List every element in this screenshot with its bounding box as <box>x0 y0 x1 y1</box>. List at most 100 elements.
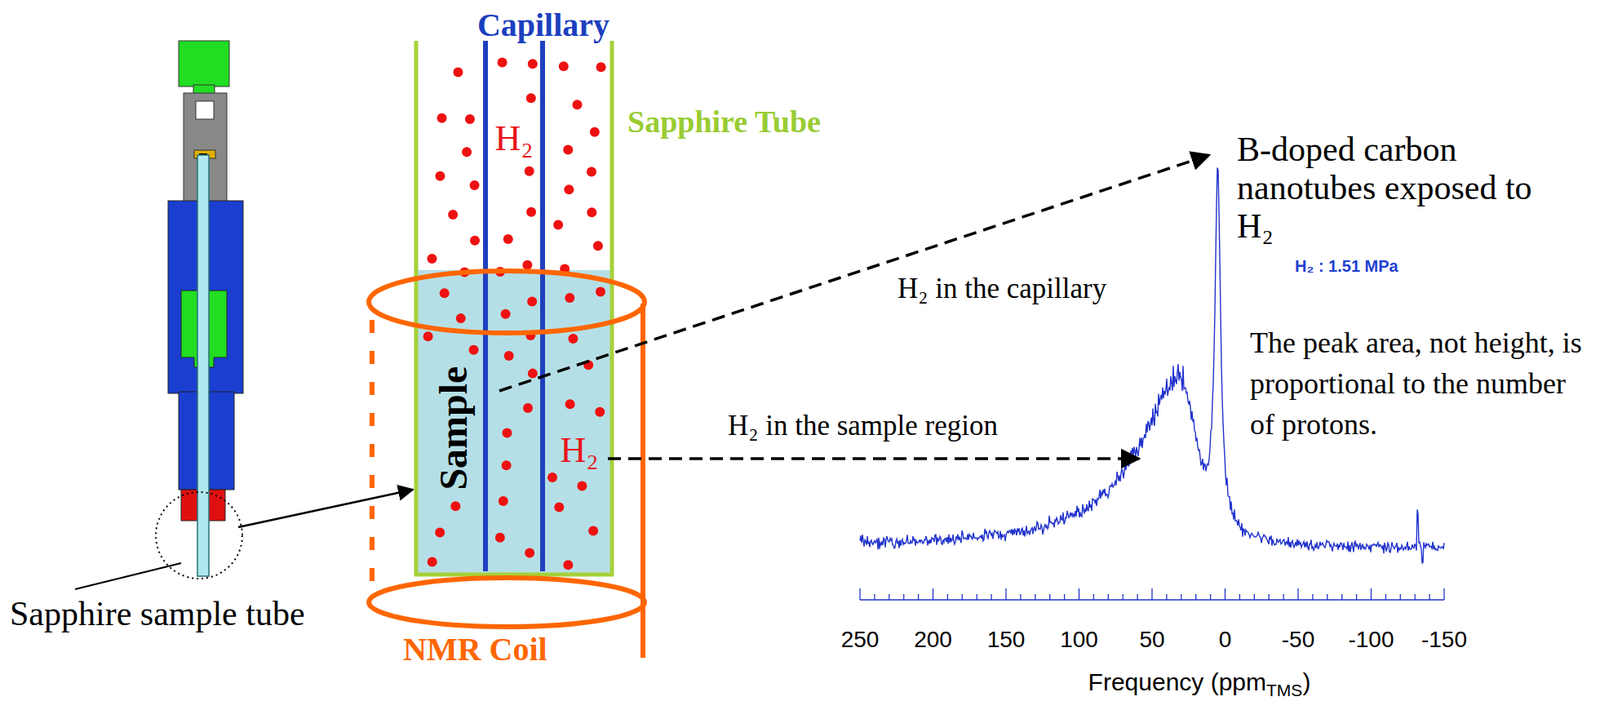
axis-tick <box>932 588 934 600</box>
coil-lead <box>640 303 646 658</box>
hydrogen-dot <box>524 166 535 177</box>
tick-label: 100 <box>1059 626 1099 653</box>
axis-tick <box>873 593 875 600</box>
part-label: Sapphire sample tube <box>9 593 306 634</box>
hydrogen-dot <box>439 288 450 298</box>
hydrogen-dot <box>576 480 587 491</box>
axis-tick <box>1282 593 1284 600</box>
hydrogen-dot <box>456 313 466 324</box>
sample-title: B-doped carbon nanotubes exposed to H₂ <box>1236 130 1543 246</box>
hydrogen-dot <box>526 207 537 218</box>
capillary-wall <box>540 40 546 572</box>
axis-tick <box>947 593 949 600</box>
tick-label: 50 <box>1139 626 1165 653</box>
gas-label: H₂ <box>559 429 599 472</box>
spectrum-trace <box>859 167 1445 563</box>
hydrogen-dot <box>547 472 558 483</box>
tick-label: 250 <box>841 626 880 653</box>
hydrogen-dot <box>524 548 535 559</box>
capillary-label: Capillary <box>477 6 610 45</box>
axis-tick <box>1151 588 1153 600</box>
hydrogen-dot <box>498 496 509 506</box>
hydrogen-dot <box>563 184 574 195</box>
hydrogen-dot <box>461 146 472 157</box>
hydrogen-dot <box>588 525 599 536</box>
axis-tick <box>1005 588 1007 600</box>
probe-channel <box>195 101 214 120</box>
hydrogen-dot <box>447 209 458 220</box>
hydrogen-dot <box>450 500 461 511</box>
gas-label: H₂ <box>494 118 533 160</box>
hydrogen-dot <box>436 113 447 124</box>
hydrogen-dot <box>495 532 506 543</box>
sapphire-tube-label: Sapphire Tube <box>627 104 821 141</box>
hydrogen-dot <box>434 171 445 182</box>
hydrogen-dot <box>596 62 607 72</box>
axis-tick <box>1428 593 1430 600</box>
axis-tick <box>1414 593 1416 600</box>
tick-label: -100 <box>1347 626 1394 653</box>
axis-tick <box>1195 593 1197 600</box>
capillary-wall <box>483 40 488 572</box>
hydrogen-dot <box>423 331 434 342</box>
hydrogen-dot <box>526 93 537 103</box>
sample-label: Sample <box>430 366 476 491</box>
hydrogen-dot <box>504 350 515 361</box>
peak-callout: H₂ in the sample region <box>727 409 998 443</box>
axis-tick <box>1049 593 1051 600</box>
axis-tick <box>1122 593 1124 600</box>
sapphire-wall <box>414 40 419 577</box>
axis-tick <box>1443 588 1445 600</box>
hydrogen-dot <box>522 403 533 413</box>
hydrogen-dot <box>553 219 563 230</box>
dashed-arrow <box>499 155 1210 391</box>
sapphire-wall <box>610 40 615 577</box>
axis-tick <box>1370 588 1372 600</box>
hydrogen-dot <box>503 234 514 244</box>
axis-tick <box>1341 593 1343 600</box>
hydrogen-dot <box>527 58 538 69</box>
hydrogen-dot <box>571 99 582 110</box>
hydrogen-molecules <box>423 57 607 570</box>
hydrogen-dot <box>595 286 606 297</box>
axis-tick <box>1385 593 1387 600</box>
axis-tick <box>1326 593 1328 600</box>
axis-tick <box>1078 588 1080 600</box>
hydrogen-dot <box>469 180 480 191</box>
axis-tick <box>976 593 978 600</box>
tick-label: 0 <box>1218 626 1233 653</box>
zoom-arrow <box>238 489 413 528</box>
axis-tick <box>1224 588 1226 600</box>
hydrogen-dot <box>427 557 438 568</box>
axis-tick <box>1209 593 1211 600</box>
hydrogen-dot <box>586 207 597 218</box>
axis-tick <box>1108 593 1109 600</box>
hydrogen-dot <box>527 368 538 379</box>
dashed-arrow <box>607 456 1140 461</box>
axis-tick <box>903 593 905 600</box>
tick-label: 150 <box>987 626 1026 653</box>
axis-title-subscript: TMS <box>1266 680 1303 701</box>
hydrogen-dot <box>593 240 603 251</box>
sample-region <box>417 270 612 575</box>
hydrogen-dot <box>564 292 575 303</box>
axis-tick <box>1311 593 1313 600</box>
hydrogen-dot <box>500 309 511 320</box>
tick-label: 200 <box>913 626 953 653</box>
axis-tick <box>1400 593 1401 600</box>
axis-title: Frequency (ppm <box>1088 668 1267 697</box>
peak-callout: H₂ in the capillary <box>897 272 1107 306</box>
hydrogen-dot <box>562 144 573 155</box>
nmr-coil-label: NMR Coil <box>403 630 548 669</box>
coil-loop <box>368 270 645 333</box>
sapphire-sample-tube <box>197 155 209 577</box>
hydrogen-dot <box>501 460 512 470</box>
hydrogen-dot <box>469 235 480 246</box>
tick-label: -50 <box>1281 626 1315 653</box>
axis-tick <box>961 593 963 600</box>
hydrogen-dot <box>434 527 445 537</box>
axis-tick <box>1136 593 1138 600</box>
note-text: The peak area, not height, is proportion… <box>1249 322 1596 445</box>
